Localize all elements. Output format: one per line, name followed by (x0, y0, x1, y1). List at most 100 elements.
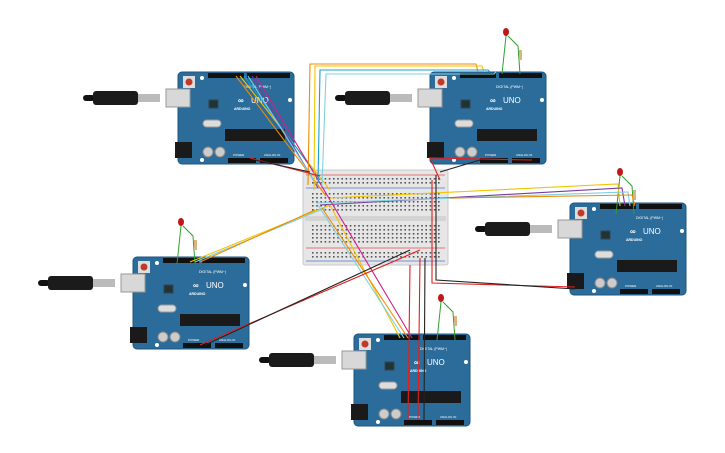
hole (337, 256, 339, 258)
breadboard[interactable] (302, 169, 449, 266)
power-jack (351, 404, 368, 420)
hole (349, 178, 352, 180)
hole (333, 237, 335, 239)
hole (316, 237, 318, 239)
reset-button-cap[interactable] (437, 78, 445, 86)
hole (341, 182, 343, 184)
hole (438, 201, 440, 203)
hole (396, 182, 398, 184)
board-body (132, 256, 250, 350)
logo-icon: ∞ (238, 96, 244, 105)
usb-plug (485, 222, 530, 236)
hole (396, 201, 398, 203)
hole (362, 209, 364, 211)
hole (366, 256, 369, 258)
digital-header-2 (499, 73, 542, 78)
hole (387, 241, 390, 243)
hole (362, 229, 364, 231)
hole (354, 178, 356, 180)
hole (320, 252, 322, 254)
hole (370, 241, 373, 243)
resistor-icon (519, 50, 522, 60)
hole (345, 182, 348, 184)
power-label: POWER (233, 153, 245, 157)
hole (341, 209, 343, 211)
hole (312, 233, 314, 235)
hole (320, 237, 322, 239)
hole (404, 229, 406, 231)
hole (354, 193, 356, 195)
brand-label: ARDUINO (234, 107, 251, 111)
usb-cable-end (259, 357, 271, 363)
wire-yellow (329, 183, 621, 207)
hole (354, 233, 356, 235)
hole (345, 225, 348, 227)
usb-port (417, 88, 443, 108)
hole (354, 229, 356, 231)
hole (320, 229, 322, 231)
digital-header-1 (163, 258, 199, 263)
wire-orange (307, 63, 479, 186)
hole (396, 237, 398, 239)
hole (400, 205, 402, 207)
hole (425, 241, 427, 243)
hole (438, 252, 440, 254)
brand-label: ARDUINO (626, 238, 643, 242)
chip-small (163, 284, 174, 294)
hole (345, 237, 348, 239)
hole (438, 225, 440, 227)
hole (375, 233, 377, 235)
hole (333, 241, 335, 243)
reset-button-cap[interactable] (185, 78, 193, 86)
hole (337, 229, 339, 231)
hole (417, 209, 419, 211)
hole (387, 237, 390, 239)
hole (316, 252, 318, 254)
hole (324, 225, 327, 227)
microcontroller-chip (180, 314, 240, 326)
hole (425, 197, 427, 199)
capacitor (594, 277, 606, 289)
hole (341, 205, 343, 207)
reset-button-cap[interactable] (140, 263, 148, 271)
hole (379, 205, 381, 207)
chip-small (600, 230, 611, 240)
power-header (480, 158, 508, 163)
hole (429, 225, 432, 227)
power-label: POWER (625, 284, 637, 288)
hole (366, 182, 369, 184)
led-icon (438, 294, 444, 302)
reset-button-cap[interactable] (577, 209, 585, 217)
chip-small (460, 99, 471, 109)
logo-icon: ∞ (414, 358, 420, 367)
led-circuit-4[interactable] (176, 218, 197, 265)
hole (404, 201, 406, 203)
usb-plug (345, 91, 390, 105)
hole (408, 197, 411, 199)
hole (425, 252, 427, 254)
hole (366, 233, 369, 235)
hole (362, 237, 364, 239)
hole (354, 197, 356, 199)
hole (412, 256, 415, 258)
hole (358, 205, 360, 207)
led-circuit-2[interactable] (501, 28, 522, 75)
hole (421, 225, 423, 227)
model-label: UNO (643, 227, 661, 236)
led-circuit-5[interactable] (436, 294, 457, 341)
hole (425, 201, 427, 203)
reset-button-cap[interactable] (361, 340, 369, 348)
hole (328, 178, 331, 180)
power-jack (175, 142, 192, 158)
hole (316, 197, 318, 199)
hole (362, 193, 364, 195)
hole (438, 182, 440, 184)
hole (358, 193, 360, 195)
mount-hole (155, 343, 159, 347)
